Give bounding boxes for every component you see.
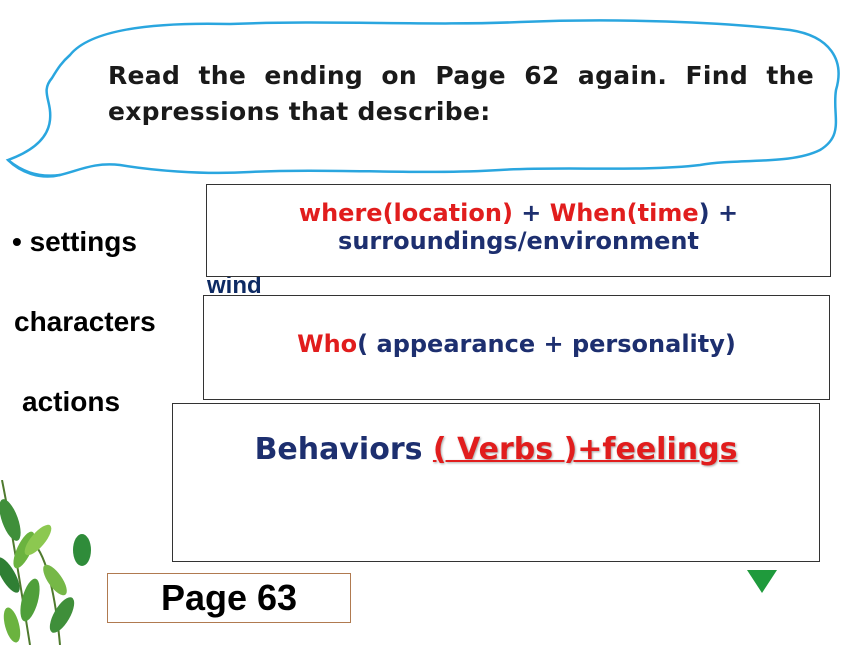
close-paren: ) xyxy=(698,199,710,227)
settings-label: • settings xyxy=(12,226,137,257)
when-time-text: When(time xyxy=(549,199,699,227)
actions-line: Behaviors ( Verbs )+feelings xyxy=(173,432,819,467)
who-text: Who xyxy=(297,330,358,358)
behaviors-text: Behaviors xyxy=(254,432,433,467)
leaves-icon xyxy=(0,480,91,645)
settings-box: where(location) + When(time) + surroundi… xyxy=(206,184,831,277)
where-location-text: where(location) xyxy=(298,199,513,227)
plus-sign: + xyxy=(709,199,739,227)
page-63-label: Page 63 xyxy=(107,573,351,623)
verbs-feelings-text: ( Verbs )+feelings xyxy=(432,432,738,467)
bubble-instruction-text: Read the ending on Page 62 again. Find t… xyxy=(108,61,814,126)
actions-box: Behaviors ( Verbs )+feelings xyxy=(172,403,820,562)
characters-label: characters xyxy=(14,306,156,337)
plus-sign: + xyxy=(512,199,550,227)
speech-bubble xyxy=(5,19,840,178)
actions-label: actions xyxy=(22,386,121,417)
settings-line-2: surroundings/environment xyxy=(338,227,699,255)
green-down-triangle-icon[interactable] xyxy=(746,569,778,595)
appearance-personality-text: ( appearance + personality) xyxy=(357,330,736,358)
characters-line: Who( appearance + personality) xyxy=(204,330,829,358)
characters-box: Who( appearance + personality) xyxy=(203,295,830,400)
settings-line-1: where(location) + When(time) + xyxy=(207,199,830,227)
